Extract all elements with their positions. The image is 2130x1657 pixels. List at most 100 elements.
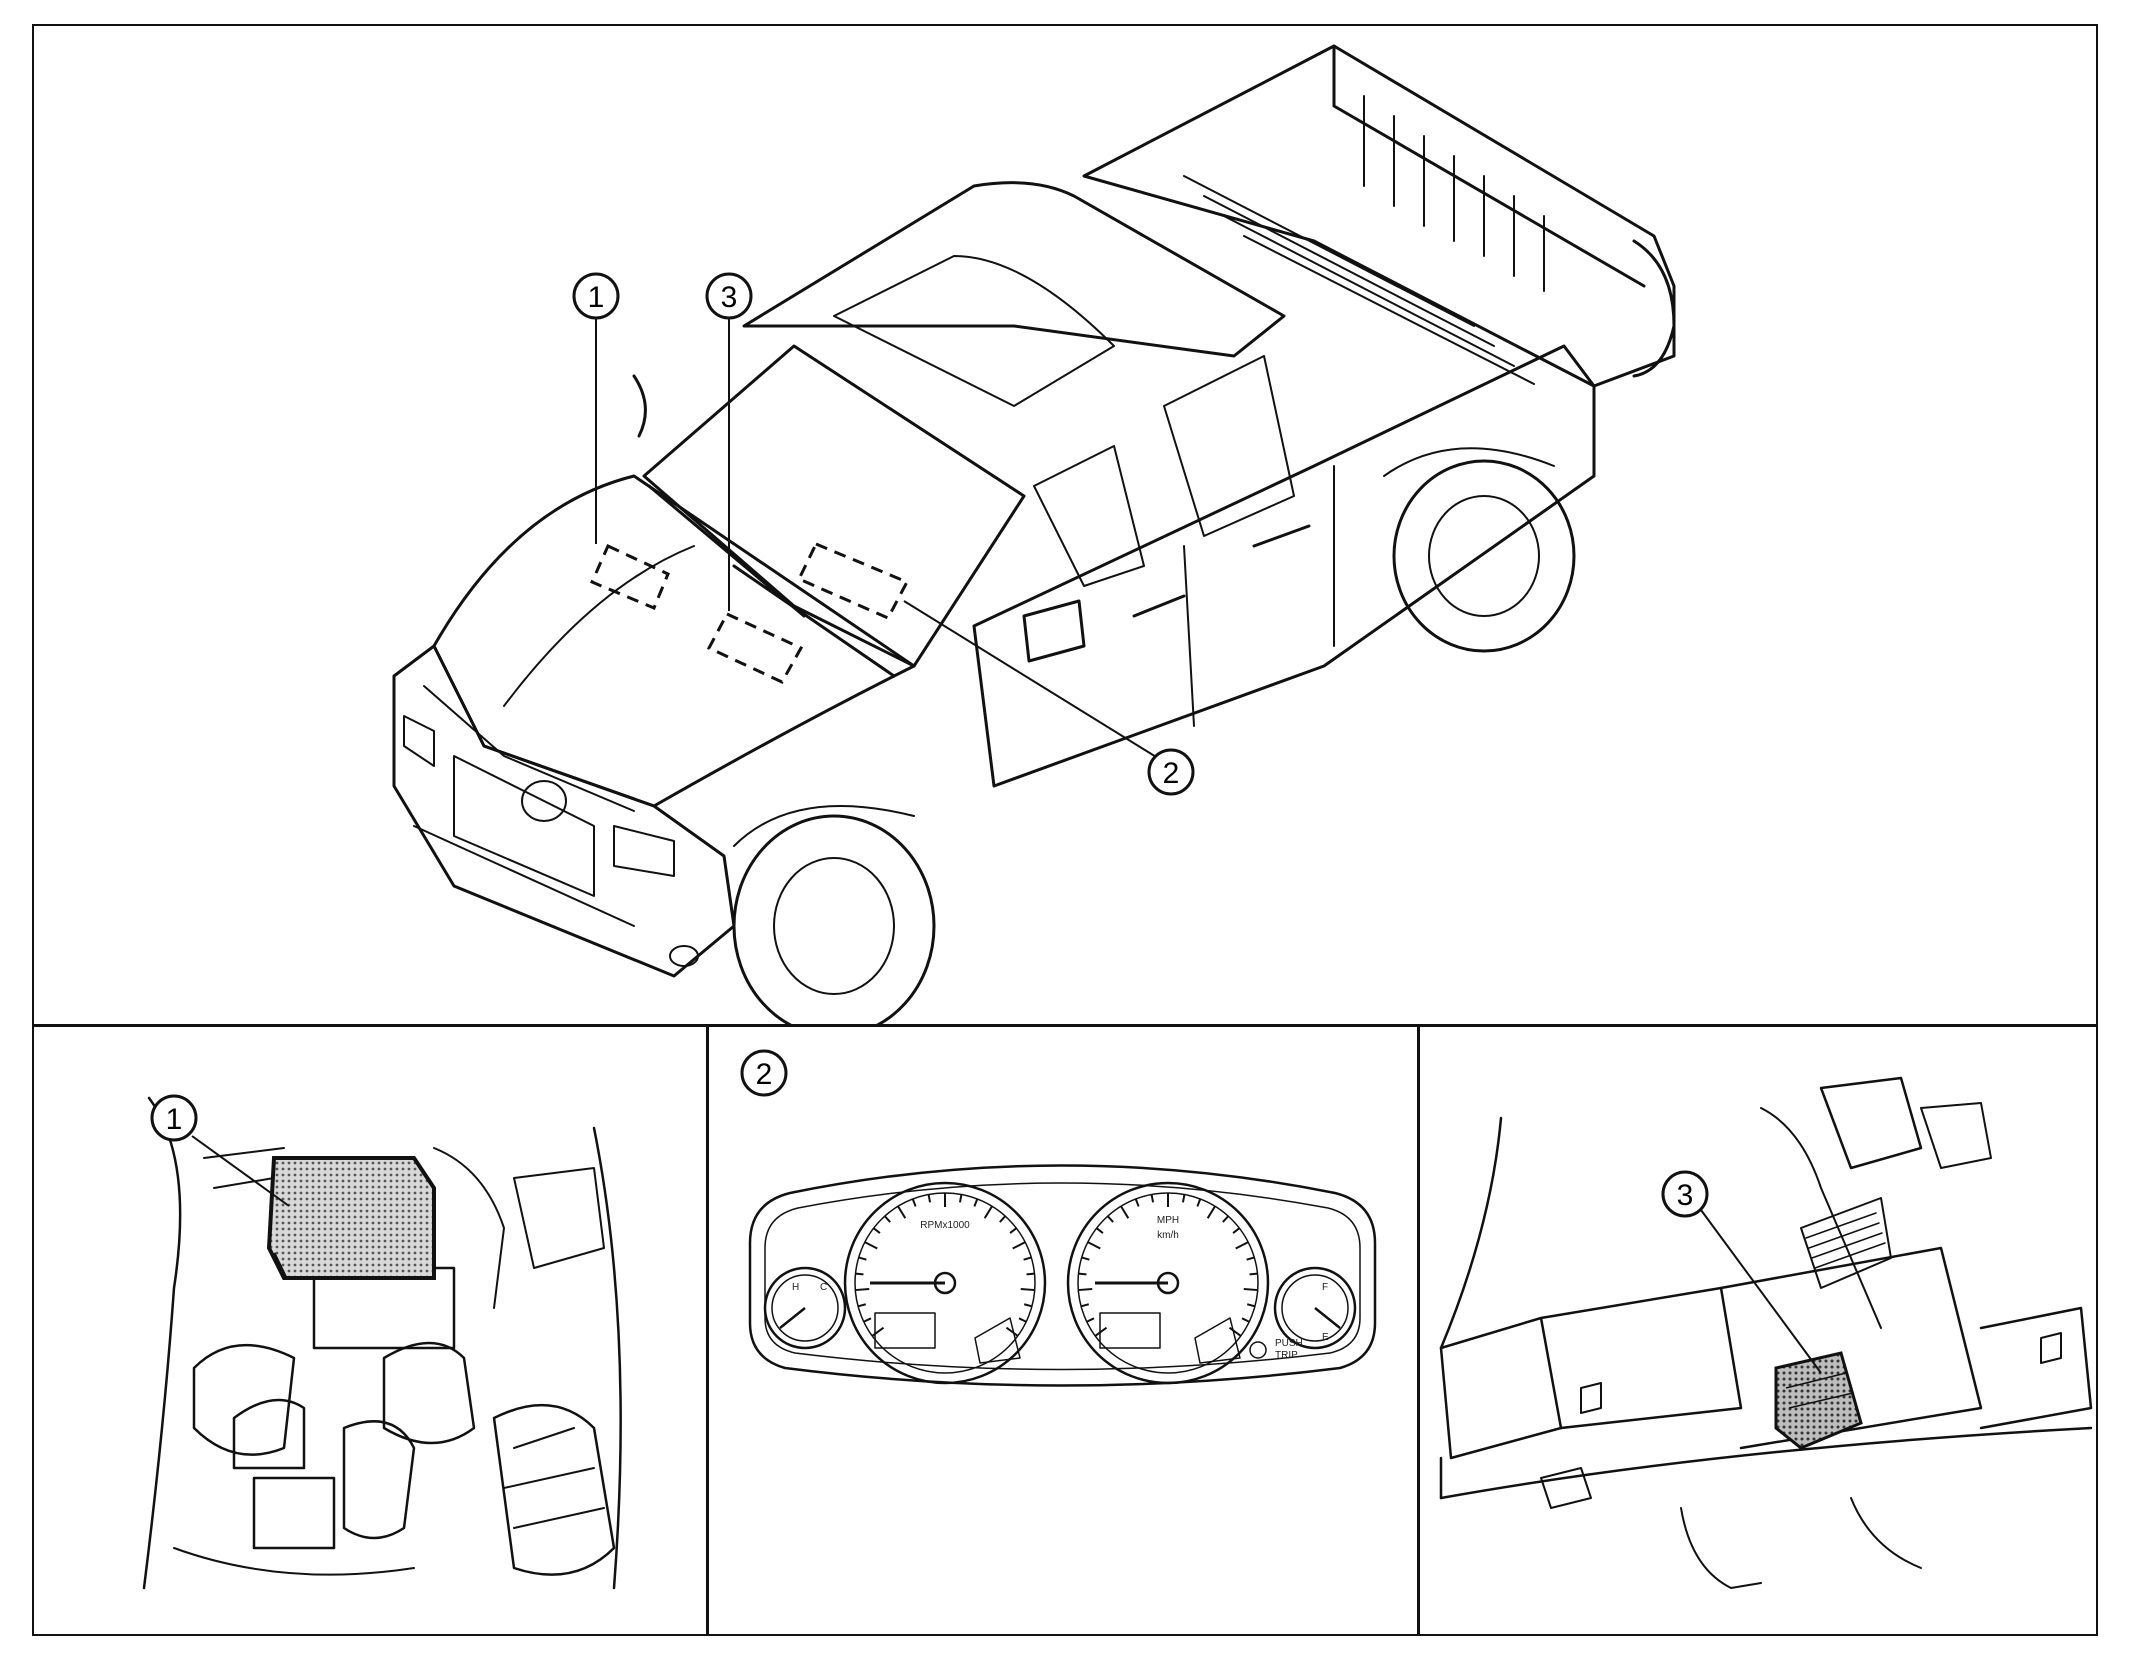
gauge-tick [1246, 1256, 1255, 1261]
fuel-gauge [1273, 1266, 1357, 1350]
fuel-full-label: F [1322, 1282, 1328, 1293]
leader-line-detail-1 [191, 1135, 290, 1207]
hood [432, 474, 916, 808]
callout-detail-2: 2 [740, 1049, 788, 1097]
grille [453, 755, 595, 897]
under-dash-panel: 3 [1421, 1028, 2096, 1634]
location-box-1 [590, 543, 670, 610]
gauge-tick [1235, 1241, 1249, 1250]
temp-cold-label: C [820, 1282, 827, 1293]
callout-detail-1: 1 [150, 1094, 198, 1142]
location-box-3 [706, 612, 804, 684]
dash-panel-left [1439, 1316, 1563, 1460]
gauge-tick [1196, 1198, 1202, 1207]
gauge-tick [1020, 1287, 1035, 1292]
speedometer [1066, 1181, 1270, 1385]
gauge-tick [864, 1241, 878, 1250]
gauge-tick [1222, 1215, 1229, 1223]
gauge-tick [871, 1326, 885, 1337]
svg-text:3: 3 [1677, 1179, 1694, 1212]
gauge-tick [1241, 1317, 1250, 1323]
gauge-tick [983, 1205, 993, 1219]
gauge-tick [1243, 1287, 1258, 1292]
trip-button [1249, 1341, 1267, 1359]
gauge-tick [1081, 1256, 1090, 1261]
gauge-tick [863, 1317, 872, 1323]
gauge-tick [1009, 1227, 1018, 1234]
gauge-tick [911, 1198, 917, 1207]
gauge-tick [1026, 1272, 1035, 1276]
tachometer-label: RPMx1000 [920, 1220, 970, 1231]
front-wheel [732, 814, 936, 1024]
gauge-tick [1134, 1198, 1140, 1207]
nissan-emblem [521, 780, 567, 822]
svg-text:2: 2 [1163, 757, 1180, 790]
gauge-tick [1095, 1227, 1104, 1234]
instrument-cluster-panel: 2 RPMx1000 MPH km/h H C F E PUSH TRIP [710, 1028, 1415, 1634]
cluster-bezel [748, 1164, 1377, 1387]
gauge-tick [1012, 1241, 1026, 1250]
tachometer [843, 1181, 1047, 1385]
gauge-tick [927, 1194, 932, 1203]
gauge-tick [855, 1272, 864, 1276]
truck-illustration: 1 3 2 [392, 44, 1676, 1024]
push-label: PUSH [1275, 1338, 1303, 1349]
steering-column [1819, 1076, 1923, 1170]
control-module-1 [266, 1156, 436, 1280]
front-fascia [392, 644, 736, 978]
gauge-tick [872, 1227, 881, 1234]
gauge-tick [1246, 1303, 1256, 1308]
gauge-tick [973, 1198, 979, 1207]
speedometer-sublabel: km/h [1157, 1230, 1179, 1241]
gauge-tick [1023, 1303, 1033, 1308]
gauge-tick [958, 1194, 963, 1203]
sunroof [833, 255, 1115, 407]
speedometer-label: MPH [1157, 1215, 1179, 1226]
gauge-tick [1181, 1194, 1186, 1203]
location-box-2 [796, 542, 910, 620]
gauge-tick [1005, 1326, 1019, 1337]
engine-bay-illustration: 1 [142, 1094, 622, 1590]
leader-line-detail-3 [1700, 1209, 1822, 1374]
truck-body-side [972, 344, 1596, 788]
gauge-tick [1078, 1287, 1093, 1292]
callout-1: 1 [572, 272, 620, 320]
gauge-tick [855, 1287, 870, 1292]
truck-bed-outline [1082, 44, 1676, 388]
headlight-right [403, 715, 435, 767]
gauge-tick [1086, 1317, 1095, 1323]
gauge-tick [897, 1205, 907, 1219]
svg-text:1: 1 [588, 281, 605, 314]
callout-detail-3: 3 [1661, 1170, 1709, 1218]
headlight-left [613, 825, 675, 877]
gauge-tick [1094, 1326, 1108, 1337]
svg-text:2: 2 [756, 1058, 773, 1091]
gauge-tick [1120, 1205, 1130, 1219]
truck-overview-panel: 1 3 2 [34, 26, 2096, 1024]
side-mirror [1022, 599, 1086, 663]
trip-label: TRIP [1275, 1350, 1298, 1361]
callout-3: 3 [705, 272, 753, 320]
gauge-tick [1206, 1205, 1216, 1219]
air-duct [492, 1403, 616, 1576]
gauge-tick [1107, 1215, 1114, 1223]
engine-bay-panel: 1 [34, 1028, 704, 1634]
gauge-tick [1249, 1272, 1258, 1276]
gauge-tick [1023, 1256, 1032, 1261]
gauge-tick [1080, 1303, 1090, 1308]
rear-wheel [1392, 459, 1576, 653]
gauge-tick [1087, 1241, 1101, 1250]
svg-text:1: 1 [166, 1103, 183, 1136]
gauge-tick [1078, 1272, 1087, 1276]
gauge-tick [1228, 1326, 1242, 1337]
temp-hot-label: H [792, 1282, 799, 1293]
cab-roof [742, 181, 1286, 358]
callout-2: 2 [1147, 748, 1195, 796]
gauge-tick [999, 1215, 1006, 1223]
gauge-tick [1150, 1194, 1155, 1203]
temperature-gauge [763, 1266, 847, 1350]
gauge-tick [857, 1303, 867, 1308]
leader-line-2 [903, 600, 1175, 769]
windshield [642, 344, 1026, 668]
fuel-empty-label: E [1322, 1332, 1329, 1343]
